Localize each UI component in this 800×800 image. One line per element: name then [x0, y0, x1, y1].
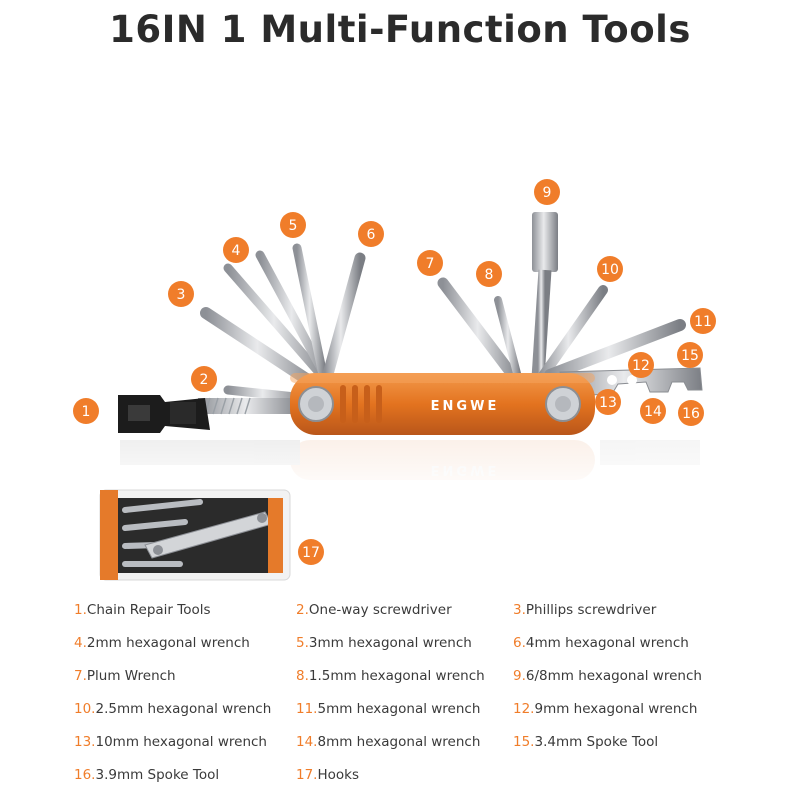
badge-2: 2	[191, 366, 217, 392]
svg-text:17: 17	[302, 545, 320, 561]
legend-item: 17.Hooks	[296, 767, 360, 783]
legend-item: 9.6/8mm hexagonal wrench	[513, 668, 702, 684]
legend-item: 12.9mm hexagonal wrench	[513, 701, 698, 717]
svg-text:6: 6	[367, 227, 376, 243]
legend-item: 2.One-way screwdriver	[296, 602, 452, 618]
badge-10: 10	[597, 256, 623, 282]
legend-item: 14.8mm hexagonal wrench	[296, 734, 481, 750]
svg-text:11: 11	[694, 314, 712, 330]
legend-item: 11.5mm hexagonal wrench	[296, 701, 481, 717]
badge-3: 3	[168, 281, 194, 307]
badge-8: 8	[476, 261, 502, 287]
right-fan-tools	[437, 212, 686, 391]
svg-text:8: 8	[485, 267, 494, 283]
multitool-illustration: ENGWE ENGWE 1 2 3 4 5 6 7 8 9 10 11 12 1…	[73, 179, 720, 581]
badge-14: 14	[640, 398, 666, 424]
legend-item: 6.4mm hexagonal wrench	[513, 635, 689, 651]
svg-text:5: 5	[289, 218, 298, 234]
left-fan-tools	[200, 243, 366, 403]
badge-4: 4	[223, 237, 249, 263]
tool-body: ENGWE	[290, 373, 595, 435]
badge-6: 6	[358, 221, 384, 247]
legend-item: 3.Phillips screwdriver	[513, 602, 657, 618]
badge-16: 16	[678, 400, 704, 426]
badge-12: 12	[628, 352, 654, 378]
svg-text:9: 9	[543, 185, 552, 201]
badge-1: 1	[73, 398, 99, 424]
svg-text:3: 3	[177, 287, 186, 303]
legend-item: 8.1.5mm hexagonal wrench	[296, 668, 485, 684]
badge-9: 9	[534, 179, 560, 205]
svg-text:4: 4	[232, 243, 241, 259]
svg-text:14: 14	[644, 404, 662, 420]
badge-7: 7	[417, 250, 443, 276]
legend-item: 10.2.5mm hexagonal wrench	[74, 701, 272, 717]
legend-item: 16.3.9mm Spoke Tool	[74, 767, 220, 783]
svg-text:16: 16	[682, 406, 700, 422]
brand-logo: ENGWE	[431, 399, 500, 414]
chain-tool	[118, 395, 303, 433]
legend-item: 13.10mm hexagonal wrench	[74, 734, 267, 750]
badge-11: 11	[690, 308, 716, 334]
svg-text:2: 2	[200, 372, 209, 388]
badge-15: 15	[677, 342, 703, 368]
svg-text:1: 1	[82, 404, 91, 420]
hooks-inset-photo	[99, 489, 291, 581]
svg-text:7: 7	[426, 256, 435, 272]
svg-text:12: 12	[632, 358, 650, 374]
page-title: 16IN 1 Multi-Function Tools	[109, 8, 691, 51]
legend-item: 4.2mm hexagonal wrench	[74, 635, 250, 651]
badge-13: 13	[595, 389, 621, 415]
svg-text:13: 13	[599, 395, 617, 411]
svg-text:15: 15	[681, 348, 699, 364]
legend-item: 1.Chain Repair Tools	[74, 602, 211, 618]
badge-17: 17	[298, 539, 324, 565]
svg-text:10: 10	[601, 262, 619, 278]
legend-item: 7.Plum Wrench	[74, 668, 176, 684]
legend-item: 15.3.4mm Spoke Tool	[513, 734, 659, 750]
badge-5: 5	[280, 212, 306, 238]
legend-item: 5.3mm hexagonal wrench	[296, 635, 472, 651]
